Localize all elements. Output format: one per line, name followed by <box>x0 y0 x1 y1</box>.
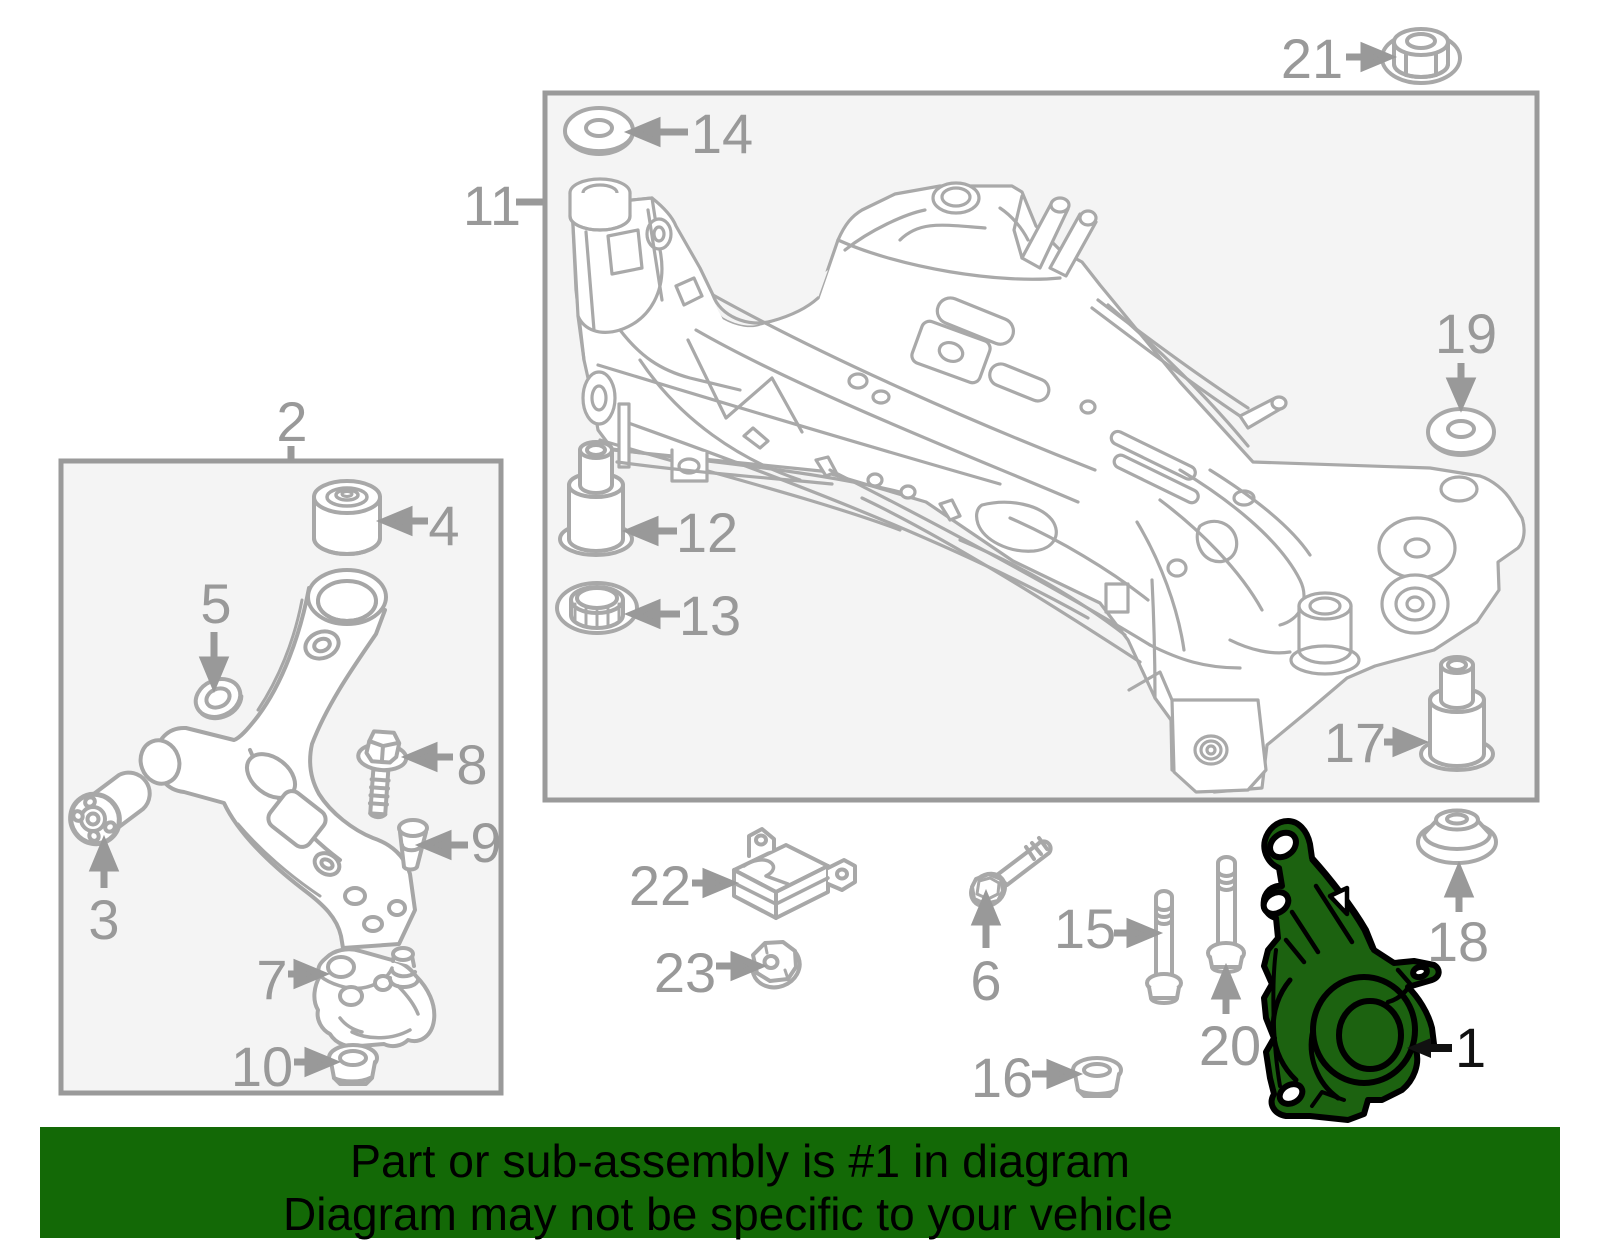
svg-text:9: 9 <box>470 811 501 874</box>
svg-text:3: 3 <box>88 888 119 951</box>
svg-text:Part or sub-assembly is #1 in: Part or sub-assembly is #1 in diagram <box>350 1135 1130 1187</box>
svg-text:21: 21 <box>1281 27 1343 90</box>
svg-text:13: 13 <box>679 584 741 647</box>
svg-text:15: 15 <box>1054 897 1116 960</box>
svg-text:23: 23 <box>654 941 716 1004</box>
svg-text:5: 5 <box>200 572 231 635</box>
svg-text:Diagram may not be specific to: Diagram may not be specific to your vehi… <box>283 1188 1173 1240</box>
svg-text:8: 8 <box>456 733 487 796</box>
svg-text:14: 14 <box>691 102 753 165</box>
svg-text:10: 10 <box>231 1035 293 1098</box>
svg-text:16: 16 <box>971 1046 1033 1109</box>
svg-text:19: 19 <box>1435 302 1497 365</box>
svg-text:22: 22 <box>629 854 691 917</box>
svg-text:6: 6 <box>970 949 1001 1012</box>
svg-text:4: 4 <box>428 494 459 557</box>
svg-text:12: 12 <box>676 501 738 564</box>
svg-text:1: 1 <box>1455 1016 1486 1079</box>
svg-text:11: 11 <box>463 174 521 237</box>
svg-text:2: 2 <box>276 390 307 453</box>
svg-text:7: 7 <box>256 948 287 1011</box>
svg-text:18: 18 <box>1427 910 1489 973</box>
svg-text:20: 20 <box>1199 1014 1261 1077</box>
svg-text:17: 17 <box>1324 711 1386 774</box>
